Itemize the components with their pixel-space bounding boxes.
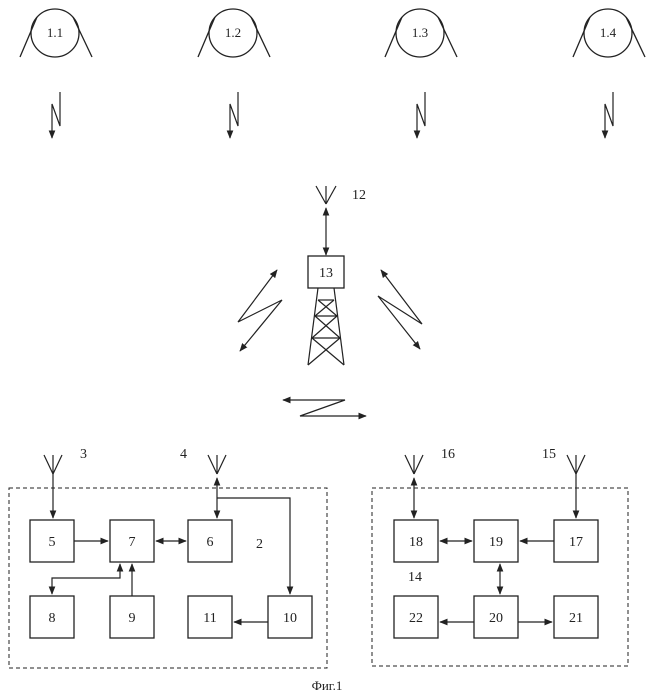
antenna-15-icon bbox=[567, 455, 585, 474]
tower-antenna-icon bbox=[316, 186, 336, 204]
satellite-1-4-label: 1.4 bbox=[600, 25, 617, 40]
antenna-3-icon bbox=[44, 455, 62, 474]
antenna-15-label: 15 bbox=[542, 447, 556, 462]
block-8-label: 8 bbox=[49, 611, 56, 626]
satellite-1-3-label: 1.3 bbox=[412, 25, 428, 40]
link-7-8 bbox=[52, 564, 120, 594]
radio-link-horizontal bbox=[283, 400, 366, 416]
downlink-arrow-1-1 bbox=[52, 92, 60, 138]
antenna-16-icon bbox=[405, 455, 423, 474]
downlink-arrow-1-4 bbox=[605, 92, 613, 138]
radio-link-right bbox=[378, 270, 422, 349]
group-2-label: 2 bbox=[256, 537, 263, 552]
block-9-label: 9 bbox=[129, 611, 136, 626]
block-17-label: 17 bbox=[569, 535, 583, 550]
antenna-16-label: 16 bbox=[441, 447, 455, 462]
block-22-label: 22 bbox=[409, 611, 423, 626]
radio-link-left bbox=[238, 270, 282, 351]
downlink-arrow-1-3 bbox=[417, 92, 425, 138]
block-10-label: 10 bbox=[283, 611, 297, 626]
block-11-label: 11 bbox=[203, 611, 216, 626]
downlink-arrow-1-2 bbox=[230, 92, 238, 138]
satellite-1-1: 1.1 bbox=[20, 9, 92, 57]
block-20-label: 20 bbox=[489, 611, 503, 626]
satellite-1-2-label: 1.2 bbox=[225, 25, 241, 40]
block-18-label: 18 bbox=[409, 535, 423, 550]
satellite-1-3: 1.3 bbox=[385, 9, 457, 57]
tower-antenna-label: 12 bbox=[352, 188, 366, 203]
tower-lattice-icon bbox=[308, 288, 344, 365]
block-5-label: 5 bbox=[49, 535, 56, 550]
antenna-4-label: 4 bbox=[180, 447, 187, 462]
antenna-4-icon bbox=[208, 455, 226, 474]
block-7-label: 7 bbox=[129, 535, 136, 550]
block-13-label: 13 bbox=[319, 266, 333, 281]
antenna-3-label: 3 bbox=[80, 447, 87, 462]
satellite-1-1-label: 1.1 bbox=[47, 25, 63, 40]
block-6-label: 6 bbox=[207, 535, 214, 550]
figure-caption: Фиг.1 bbox=[312, 678, 343, 693]
satellite-1-2: 1.2 bbox=[198, 9, 270, 57]
group-14-label: 14 bbox=[408, 570, 422, 585]
satellite-1-4: 1.4 bbox=[573, 9, 645, 57]
block-19-label: 19 bbox=[489, 535, 503, 550]
block-21-label: 21 bbox=[569, 611, 583, 626]
